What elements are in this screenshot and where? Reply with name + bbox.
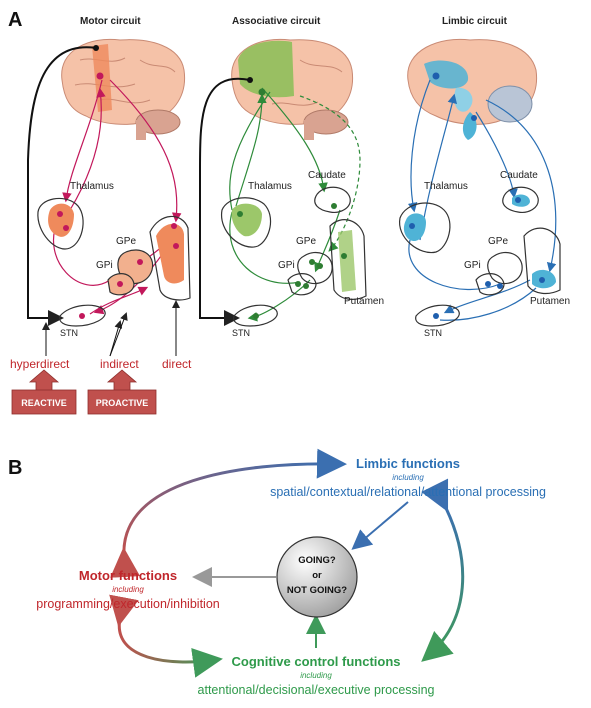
limbic-caudate-label: Caudate [500,170,538,181]
associative-circuit: Associative circuit Thalamus Caudate GPe… [199,16,384,338]
motor-circuit: Motor circuit Thalamus GPe GPi STN [27,16,191,357]
motor-thalamus-label: Thalamus [70,181,114,192]
associative-gpi-label: GPi [278,260,295,271]
associative-stn-label: STN [232,328,250,338]
motor-circuit-title: Motor circuit [80,16,141,27]
center-line2: or [312,570,322,581]
proactive-label: PROACTIVE [96,398,149,408]
motor-limbic-arrow [110,448,347,578]
limbic-thalamus-label: Thalamus [424,181,468,192]
pathway-indirect: indirect [100,357,139,371]
motor-functions-detail: programming/execution/inhibition [36,597,219,611]
pathway-direct: direct [162,357,192,371]
cognitive-functions-title: Cognitive control functions [232,654,401,669]
cognitive-functions-detail: attentional/decisional/executive process… [198,683,435,697]
motor-cognitive-arrow [109,594,223,678]
limbic-to-center-arrow [351,501,409,550]
associative-gpe-label: GPe [296,236,316,247]
associative-putamen-label: Putamen [344,296,384,307]
brain-illustration-limbic [407,38,538,140]
motor-functions-title: Motor functions [79,568,177,583]
cognitive-functions-block: Cognitive control functions including at… [198,654,435,697]
associative-caudate-label: Caudate [308,170,346,181]
associative-circuit-title: Associative circuit [232,16,321,27]
reactive-box: REACTIVE [11,369,77,415]
decision-ball: GOING? or NOT GOING? [276,536,358,618]
limbic-gpi-label: GPi [464,260,481,271]
limbic-functions-title: Limbic functions [356,456,460,471]
center-line1: GOING? [298,555,336,566]
pathway-hyperdirect: hyperdirect [10,357,70,371]
brain-illustration-motor [61,38,186,140]
limbic-gpe-label: GPe [488,236,508,247]
limbic-functions-detail: spatial/contextual/relational/attentiona… [270,485,546,499]
motor-gpi-label: GPi [96,260,113,271]
reactive-label: REACTIVE [21,398,67,408]
motor-gpe-label: GPe [116,236,136,247]
limbic-putamen-label: Putamen [530,296,570,307]
panel-b-label: B [8,457,22,479]
center-line3: NOT GOING? [287,585,347,596]
limbic-circuit: Limbic circuit Thalamus Caudate GPe GPi … [399,16,570,338]
proactive-box: PROACTIVE [87,369,157,415]
limbic-stn-label: STN [424,328,442,338]
limbic-including: including [392,473,424,482]
motor-functions-block: Motor functions including programming/ex… [36,568,219,611]
limbic-functions-block: Limbic functions including spatial/conte… [270,456,546,499]
associative-thalamus-label: Thalamus [248,181,292,192]
motor-including: including [112,585,144,594]
motor-stn-label: STN [60,328,78,338]
limbic-circuit-title: Limbic circuit [442,16,508,27]
limbic-cognitive-arrow [421,478,465,662]
panel-a-label: A [8,9,22,31]
cognitive-including: including [300,671,332,680]
